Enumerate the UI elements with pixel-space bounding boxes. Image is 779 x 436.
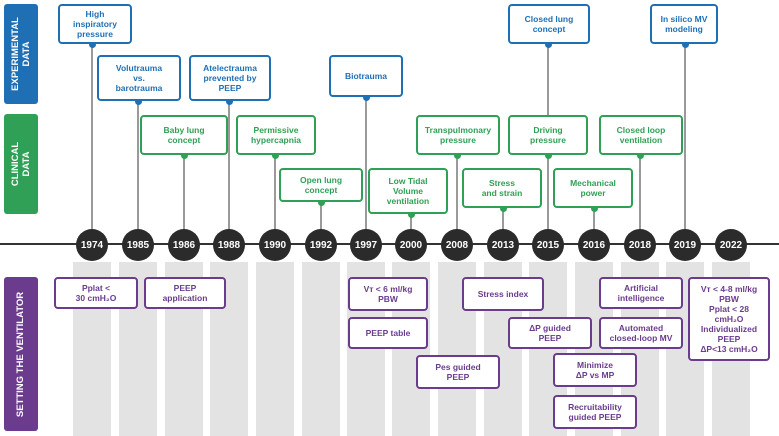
clinical-connector (593, 208, 595, 243)
clinical-connector-dot (590, 204, 598, 212)
clinical-connector-dot (180, 151, 188, 159)
row-label-experimental: EXPERIMENTAL DATA (4, 4, 38, 104)
year-marker-2008: 2008 (441, 229, 473, 261)
experimental-connector-dot (544, 40, 552, 48)
year-marker-1986: 1986 (168, 229, 200, 261)
clinical-milestone-box: Driving pressure (508, 115, 588, 155)
row-label-setting-text: SETTING THE VENTILATOR (15, 291, 27, 417)
clinical-connector (639, 155, 641, 243)
experimental-connector-dot (362, 93, 370, 101)
clinical-connector-dot (636, 151, 644, 159)
experimental-connector-dot (134, 97, 142, 105)
row-label-clinical: CLINICAL DATA (4, 114, 38, 214)
clinical-connector-dot (544, 151, 552, 159)
clinical-connector (274, 155, 276, 243)
experimental-connector (137, 101, 139, 243)
row-label-setting: SETTING THE VENTILATOR (4, 277, 38, 431)
year-marker-1990: 1990 (259, 229, 291, 261)
clinical-connector-dot (407, 210, 415, 218)
clinical-milestone-box: Open lung concept (279, 168, 363, 202)
ventilator-setting-box-peep-table: PEEP table (348, 317, 428, 349)
experimental-connector-dot (88, 40, 96, 48)
ventilator-setting-box-minimize: Minimize ΔP vs MP (553, 353, 637, 387)
clinical-connector (183, 155, 185, 243)
clinical-connector-dot (453, 151, 461, 159)
ventilator-setting-box-pes: Pes guided PEEP (416, 355, 500, 389)
clinical-milestone-box: Closed loop ventilation (599, 115, 683, 155)
clinical-connector-dot (499, 204, 507, 212)
clinical-milestone-box: Baby lung concept (140, 115, 228, 155)
experimental-connector (228, 101, 230, 243)
year-marker-2019: 2019 (669, 229, 701, 261)
year-marker-2018: 2018 (624, 229, 656, 261)
ventilator-setting-box-final: Vᴛ < 4-8 ml/kg PBW Pplat < 28 cmH₂O Indi… (688, 277, 770, 361)
year-marker-1988: 1988 (213, 229, 245, 261)
experimental-milestone-box: Atelectrauma prevented by PEEP (189, 55, 271, 101)
year-marker-1974: 1974 (76, 229, 108, 261)
clinical-connector (547, 155, 549, 243)
year-marker-2013: 2013 (487, 229, 519, 261)
experimental-connector-dot (225, 97, 233, 105)
experimental-milestone-box: Volutrauma vs. barotrauma (97, 55, 181, 101)
year-stripe (302, 262, 340, 436)
year-marker-2016: 2016 (578, 229, 610, 261)
ventilator-setting-box-vt6: Vᴛ < 6 ml/kg PBW (348, 277, 428, 311)
clinical-milestone-box: Permissive hypercapnia (236, 115, 316, 155)
clinical-milestone-box: Low Tidal Volume ventilation (368, 168, 448, 214)
timeline-axis (0, 243, 779, 245)
ventilator-setting-box-peep-app: PEEP application (144, 277, 226, 309)
ventilator-setting-box-pplat: Pplat < 30 cmH₂O (54, 277, 138, 309)
experimental-milestone-box: Closed lung concept (508, 4, 590, 44)
row-label-experimental-text: EXPERIMENTAL DATA (10, 17, 32, 91)
year-marker-2015: 2015 (532, 229, 564, 261)
experimental-connector (91, 44, 93, 243)
clinical-milestone-box: Transpulmonary pressure (416, 115, 500, 155)
clinical-connector (410, 214, 412, 243)
clinical-connector (320, 202, 322, 243)
row-label-clinical-text: CLINICAL DATA (10, 141, 33, 187)
experimental-milestone-box: High inspiratory pressure (58, 4, 132, 44)
clinical-milestone-box: Mechanical power (553, 168, 633, 208)
year-marker-1997: 1997 (350, 229, 382, 261)
ventilator-setting-box-recruit: Recruitability guided PEEP (553, 395, 637, 429)
ventilator-setting-box-stress-index: Stress index (462, 277, 544, 311)
ventilator-setting-box-dp-guided: ΔP guided PEEP (508, 317, 592, 349)
year-marker-2000: 2000 (395, 229, 427, 261)
clinical-connector (502, 208, 504, 243)
experimental-connector (365, 97, 367, 243)
year-marker-2022: 2022 (715, 229, 747, 261)
year-marker-1985: 1985 (122, 229, 154, 261)
experimental-milestone-box: In silico MV modeling (650, 4, 718, 44)
year-stripe (256, 262, 294, 436)
year-marker-1992: 1992 (305, 229, 337, 261)
experimental-milestone-box: Biotrauma (329, 55, 403, 97)
clinical-connector-dot (271, 151, 279, 159)
ventilator-setting-box-ai: Artificial intelligence (599, 277, 683, 309)
clinical-connector (456, 155, 458, 243)
clinical-connector-dot (317, 198, 325, 206)
experimental-connector-dot (681, 40, 689, 48)
clinical-milestone-box: Stress and strain (462, 168, 542, 208)
ventilator-setting-box-auto: Automated closed-loop MV (599, 317, 683, 349)
experimental-connector (684, 44, 686, 243)
